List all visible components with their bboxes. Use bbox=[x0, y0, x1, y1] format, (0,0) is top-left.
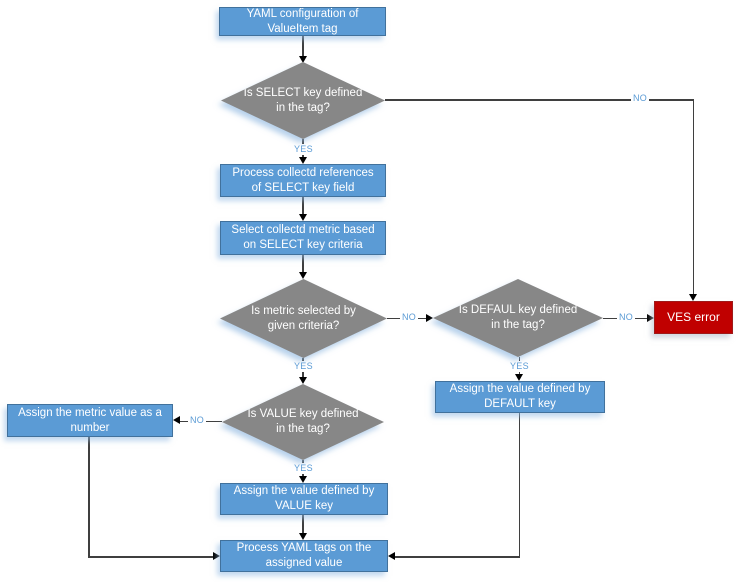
arrowhead-into-assign-default bbox=[514, 374, 523, 381]
arrowhead-into-assign-value bbox=[298, 476, 307, 483]
edge-assign-default-hline bbox=[393, 556, 520, 558]
edge-select-no-vline bbox=[692, 99, 694, 295]
edge-assign-metric-vline bbox=[88, 437, 90, 558]
edge-label-default-no: NO bbox=[617, 312, 636, 323]
arrowhead-into-select-metric bbox=[298, 214, 307, 221]
arrowhead-into-process-yaml-right bbox=[388, 552, 395, 561]
arrowhead-into-select-decision bbox=[298, 56, 307, 63]
process-references-label: Process collectd references of SELECT ke… bbox=[232, 166, 374, 194]
default-key-diamond-shape: Is DEFAUL key defined in the tag? bbox=[433, 279, 603, 357]
edge-label-value-no: NO bbox=[188, 415, 207, 426]
edge-label-metric-yes: YES bbox=[292, 361, 315, 372]
node-metric-selected-decision: Is metric selected by given criteria? bbox=[220, 279, 387, 358]
assign-value-label: Assign the value defined by VALUE key bbox=[233, 485, 375, 512]
assign-default-label: Assign the value defined by DEFAULT key bbox=[449, 383, 591, 410]
edge-label-select-yes: YES bbox=[292, 144, 315, 155]
edge-metric-to-decision-line bbox=[302, 255, 304, 273]
node-value-key-decision: Is VALUE key defined in the tag? bbox=[222, 384, 384, 460]
node-start-label: YAML configuration of ValueItem tag bbox=[246, 7, 359, 35]
edge-select-no-hline bbox=[385, 99, 694, 101]
node-process-yaml-tags: Process YAML tags on the assigned value bbox=[220, 540, 388, 572]
metric-selected-diamond-shape: Is metric selected by given criteria? bbox=[220, 279, 387, 358]
node-start: YAML configuration of ValueItem tag bbox=[219, 7, 386, 36]
arrowhead-into-value-decision bbox=[298, 377, 307, 384]
edge-assign-value-line bbox=[302, 515, 304, 534]
select-key-diamond-shape: Is SELECT key defined in the tag? bbox=[221, 62, 385, 139]
arrowhead-into-metric-decision bbox=[298, 272, 307, 279]
node-assign-metric-number: Assign the metric value as a number bbox=[7, 404, 173, 437]
arrowhead-into-default-decision bbox=[426, 313, 433, 322]
edge-assign-metric-hline bbox=[88, 556, 214, 558]
node-default-key-decision: Is DEFAUL key defined in the tag? bbox=[433, 279, 603, 357]
node-process-references: Process collectd references of SELECT ke… bbox=[220, 164, 386, 197]
edge-label-select-no: NO bbox=[631, 93, 650, 104]
select-key-decision-label: Is SELECT key defined in the tag? bbox=[243, 86, 363, 114]
node-select-key-decision: Is SELECT key defined in the tag? bbox=[221, 62, 385, 139]
arrowhead-into-process-references bbox=[298, 157, 307, 164]
arrowhead-into-ves-error bbox=[688, 294, 697, 301]
value-key-diamond-shape: Is VALUE key defined in the tag? bbox=[222, 384, 384, 460]
arrowhead-into-ves-error-left bbox=[647, 313, 654, 322]
edge-references-to-metric-line bbox=[302, 197, 304, 215]
node-select-metric: Select collectd metric based on SELECT k… bbox=[220, 221, 386, 255]
edge-assign-default-vline bbox=[518, 413, 520, 557]
edge-label-value-yes: YES bbox=[292, 463, 315, 474]
ves-error-label: VES error bbox=[667, 309, 720, 324]
value-key-decision-label: Is VALUE key defined in the tag? bbox=[247, 408, 359, 435]
arrowhead-into-process-yaml-top bbox=[298, 533, 307, 540]
node-assign-value: Assign the value defined by VALUE key bbox=[220, 483, 388, 515]
edge-label-default-yes: YES bbox=[508, 361, 531, 372]
default-key-decision-label: Is DEFAUL key defined in the tag? bbox=[458, 304, 578, 331]
node-assign-default: Assign the value defined by DEFAULT key bbox=[435, 381, 605, 413]
edge-label-metric-no: NO bbox=[400, 312, 419, 323]
arrowhead-into-process-yaml-left bbox=[213, 552, 220, 561]
node-ves-error: VES error bbox=[654, 301, 733, 334]
process-yaml-tags-label: Process YAML tags on the assigned value bbox=[236, 542, 372, 569]
arrowhead-into-assign-metric bbox=[173, 416, 180, 425]
select-metric-label: Select collectd metric based on SELECT k… bbox=[231, 224, 375, 251]
metric-selected-decision-label: Is metric selected by given criteria? bbox=[251, 304, 356, 332]
edge-start-to-select-line bbox=[302, 36, 304, 57]
assign-metric-number-label: Assign the metric value as a number bbox=[18, 406, 162, 434]
